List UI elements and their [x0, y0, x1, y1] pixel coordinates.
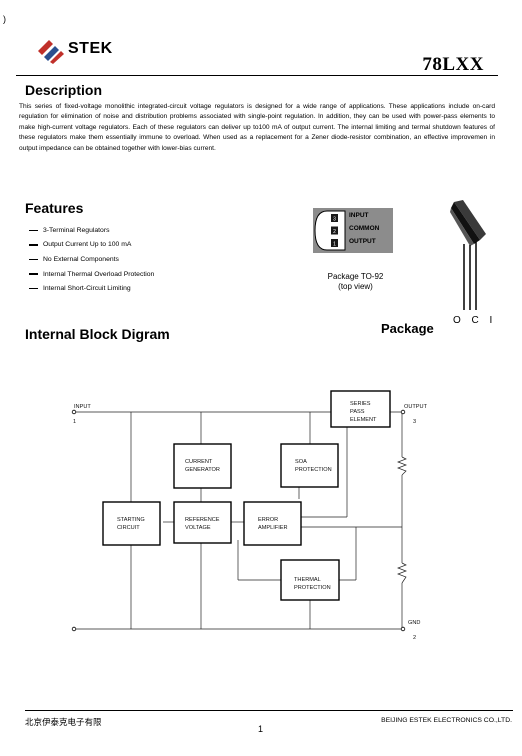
block-series-pass: SERIES [350, 401, 371, 407]
footer-company-cn: 北京伊泰克电子有限 [25, 717, 102, 727]
svg-text:2: 2 [333, 229, 336, 235]
block-series-pass: ELEMENT [350, 417, 377, 423]
bullet-dash-icon [29, 273, 38, 275]
description-body: This series of fixed-voltage monolithic … [19, 103, 495, 152]
feature-text: 3-Terminal Regulators [43, 226, 110, 234]
stray-mark: ) [3, 14, 6, 24]
svg-text:3: 3 [333, 217, 336, 223]
bullet-dash-icon [29, 244, 38, 246]
list-item: No External Components [29, 252, 154, 267]
block-error-amplifier: ERROR [258, 517, 278, 523]
block-starting-circuit: STARTING [117, 517, 145, 523]
gnd-pin: 2 [413, 635, 416, 641]
logo-text: STEK [68, 40, 113, 57]
package-top-view: 3 2 1 INPUT COMMON OUTPUT [313, 208, 393, 253]
gnd-label: GND [408, 620, 420, 626]
feature-text: Internal Short-Circuit Limiting [43, 285, 131, 293]
block-diagram-heading: Internal Block Digram [25, 326, 170, 342]
input-pin: 1 [73, 419, 76, 425]
list-item: Internal Short-Circuit Limiting [29, 281, 154, 296]
block-starting-circuit: CIRCUIT [117, 525, 140, 531]
list-item: Output Current Up to 100 mA [29, 238, 154, 253]
page-number: 1 [258, 724, 264, 734]
bullet-dash-icon [29, 287, 38, 290]
feature-text: Output Current Up to 100 mA [43, 241, 132, 249]
bullet-dash-icon [29, 229, 38, 232]
features-heading: Features [25, 200, 84, 216]
feature-text: No External Components [43, 255, 119, 263]
footer-rule [25, 710, 513, 711]
output-label: OUTPUT [404, 404, 428, 410]
list-item: Internal Thermal Overload Protection [29, 267, 154, 282]
svg-text:1: 1 [333, 242, 336, 248]
package-heading: Package [381, 321, 434, 336]
package-pin-letters: O C I [453, 315, 497, 326]
description-heading: Description [25, 82, 103, 98]
to92-outline-icon: 3 2 1 [314, 210, 346, 251]
block-reference-voltage: REFERENCE [185, 517, 220, 523]
block-reference-voltage: VOLTAGE [185, 525, 211, 531]
block-error-amplifier: AMPLIFIER [258, 525, 288, 531]
footer-company-en: BEIJING ESTEK ELECTRONICS CO.,LTD. [381, 717, 512, 724]
pin-label-common: COMMON [349, 225, 380, 232]
list-item: 3-Terminal Regulators [29, 223, 154, 238]
output-pin: 3 [413, 419, 416, 425]
block-soa-protection: SOA [295, 459, 307, 465]
pin-label-input: INPUT [349, 212, 369, 219]
block-thermal-protection: THERMAL [294, 577, 321, 583]
package-caption-line2: (top view) [338, 282, 373, 291]
header-rule [16, 75, 498, 76]
bullet-dash-icon [29, 258, 38, 261]
block-current-generator: GENERATOR [185, 467, 220, 473]
internal-block-diagram: INPUT 1 OUTPUT 3 GND 2 SERIES PASS ELEME… [71, 390, 428, 641]
block-current-generator: CURRENT [185, 459, 213, 465]
estek-logo-icon [38, 40, 64, 64]
feature-text: Internal Thermal Overload Protection [43, 270, 155, 278]
part-number: 78LXX [422, 54, 484, 75]
package-caption-line1: Package TO-92 [327, 272, 384, 281]
block-thermal-protection: PROTECTION [294, 585, 331, 591]
input-label: INPUT [74, 404, 91, 410]
block-series-pass: PASS [350, 409, 365, 415]
features-list: 3-Terminal Regulators Output Current Up … [29, 223, 154, 296]
to92-3d-icon [450, 200, 486, 310]
pin-label-output: OUTPUT [349, 238, 376, 245]
block-soa-protection: PROTECTION [295, 467, 332, 473]
